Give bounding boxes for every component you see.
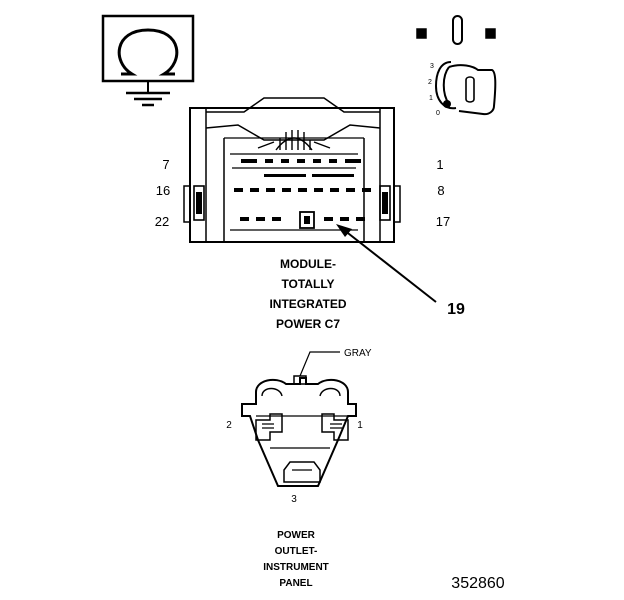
module-pin-label-16: 16 [156,183,170,198]
module-connector-drawing [183,97,401,243]
outlet-title-line-4: PANEL [279,578,312,589]
callout-arrow [336,224,437,303]
ignition-key-switch-icon [434,61,497,116]
module-pin-label-17: 17 [436,214,450,229]
power-outlet-connector-drawing [241,351,357,487]
ground-omega-icon [101,14,195,107]
module-title-line-3: INTEGRATED [269,297,346,311]
outlet-pin-label-3: 3 [291,494,297,505]
callout-number: 19 [447,301,465,318]
outlet-color-label: GRAY [344,348,372,359]
key-run-indicator-icon [416,15,496,45]
outlet-title-line-1: POWER [277,530,316,541]
key-position-3: 3 [430,63,434,70]
figure-id: 352860 [451,575,504,592]
module-pin-label-7: 7 [162,157,169,172]
module-pin-label-1: 1 [436,157,443,172]
outlet-pin-label-2: 2 [226,420,232,431]
module-title-line-2: TOTALLY [281,277,334,291]
module-title-line-4: POWER C7 [276,317,340,331]
key-position-2: 2 [428,79,432,86]
outlet-pin-label-1: 1 [357,420,363,431]
outlet-title-line-3: INSTRUMENT [263,562,329,573]
module-pin-label-8: 8 [437,183,444,198]
key-position-0: 0 [436,110,440,117]
key-position-1: 1 [429,95,433,102]
outlet-title-line-2: OUTLET- [275,546,318,557]
module-pin-label-22: 22 [155,214,169,229]
module-title-line-1: MODULE- [280,257,336,271]
